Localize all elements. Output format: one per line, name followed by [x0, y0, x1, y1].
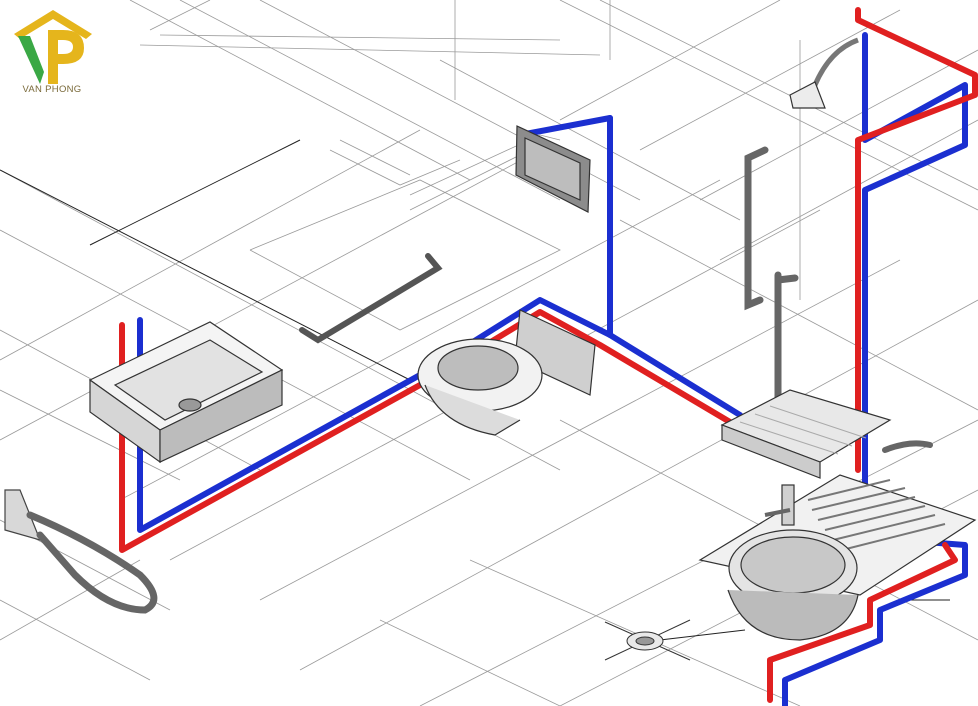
shower-head-icon [789, 37, 859, 109]
folding-shower-seat-icon [720, 389, 933, 479]
vertical-grab-bar-icon [744, 146, 802, 434]
washbasin-icon [88, 321, 284, 464]
grab-bar-icon [299, 253, 443, 344]
folding-grab-rail-icon [4, 489, 158, 614]
guide-lines [0, 139, 950, 641]
kitchen-sink-with-drainboard-icon [698, 474, 977, 641]
vp-house-logo-icon [14, 10, 92, 84]
brand-name: VAN PHONG [22, 84, 82, 95]
flush-plate-icon [515, 125, 591, 213]
wall-hung-toilet-icon [417, 309, 596, 436]
floor-drain-icon [604, 619, 691, 661]
